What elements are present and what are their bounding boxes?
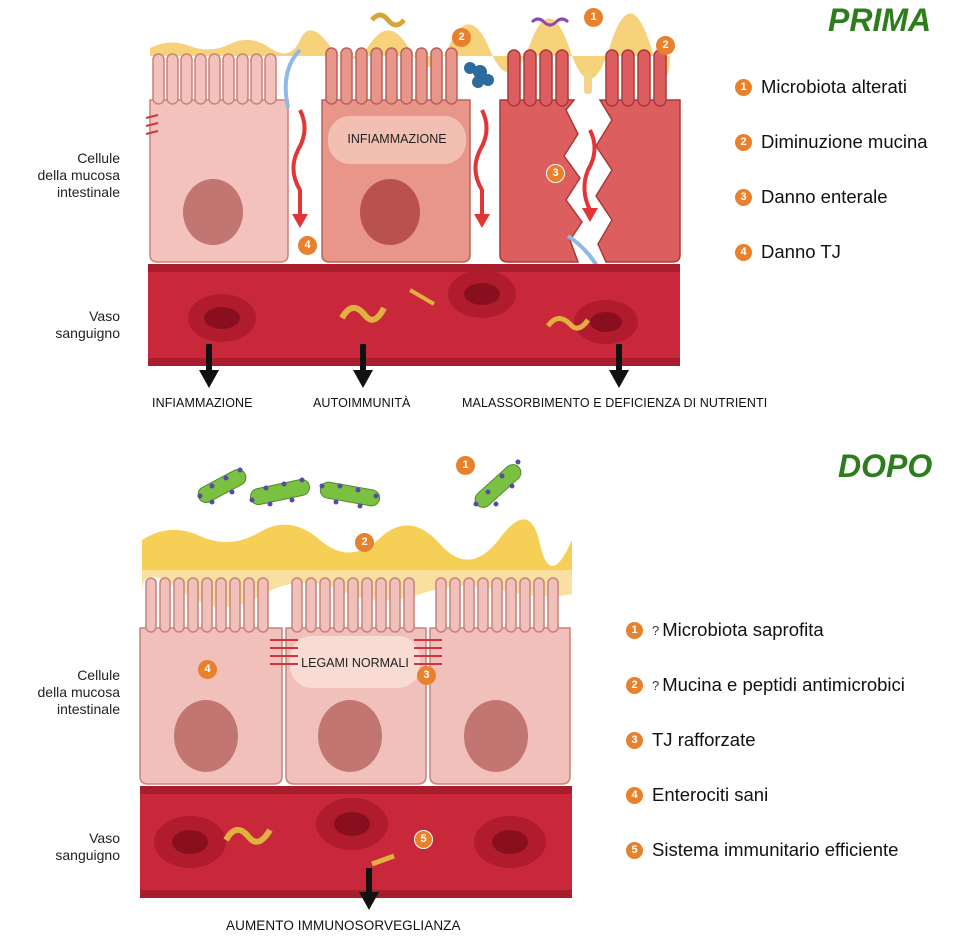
badge-1-top: 1	[584, 8, 603, 27]
cell-healthy-3	[429, 577, 571, 785]
cells-label-bottom: Cellule della mucosa intestinale	[37, 667, 121, 717]
inflammation-arrows	[291, 109, 597, 215]
legend-bottom-text: Mucina e peptidi antimicrobici	[662, 674, 905, 695]
legend-top-bullet: 1	[735, 78, 752, 96]
legend-top-3: 3 Danno enterale	[735, 186, 888, 208]
legend-bottom-prefix: ?	[652, 677, 660, 693]
dopo-title: DOPO	[838, 448, 933, 484]
legend-bottom-bullet: 3	[626, 731, 643, 749]
legend-top-text: Diminuzione mucina	[761, 131, 928, 152]
legend-top-text: Danno enterale	[761, 186, 888, 207]
legend-top-text: Danno TJ	[761, 241, 841, 262]
blood-vessel-before	[148, 264, 680, 366]
legend-bottom-3: 3 TJ rafforzate	[626, 729, 756, 751]
cell-healthy-2	[285, 577, 427, 785]
altered-microbe	[530, 17, 570, 27]
legend-bottom-bullet: 4	[626, 786, 643, 804]
inflammation-tag: INFIAMMAZIONE	[347, 132, 447, 146]
badge-2-top-a: 2	[452, 28, 471, 47]
badge-3-top: 3	[546, 164, 565, 183]
outcome-malabsorption: MALASSORBIMENTO E DEFICIENZA DI NUTRIENT…	[462, 396, 768, 410]
legend-bottom-1: 1?Microbiota saprofita	[626, 619, 824, 641]
legend-top-bullet: 3	[735, 188, 752, 206]
legend-bottom-prefix: ?	[652, 622, 660, 638]
legend-bottom-text: Sistema immunitario efficiente	[652, 839, 899, 860]
cells-label-top: Cellule della mucosa intestinale	[37, 150, 121, 200]
outcome-autoimmunity: AUTOIMMUNITÀ	[313, 396, 411, 410]
tight-junctions	[270, 639, 442, 665]
legend-bottom-text: Microbiota saprofita	[662, 619, 824, 640]
cell-damaged-before	[499, 49, 681, 263]
badge-2-bottom: 2	[355, 533, 374, 552]
outcome-immunosurveillance: AUMENTO IMMUNOSORVEGLIANZA	[226, 918, 461, 933]
legend-bottom-2: 2?Mucina e peptidi antimicrobici	[626, 674, 905, 696]
normal-junctions-tag: LEGAMI NORMALI	[301, 656, 409, 670]
before-diagram	[145, 12, 681, 388]
bacteria-streak	[283, 48, 302, 109]
badge-1-bottom: 1	[456, 456, 475, 475]
legend-bottom-text: TJ rafforzate	[652, 729, 756, 750]
badge-5-bottom: 5	[414, 830, 433, 849]
legend-bottom-bullet: 2	[626, 676, 643, 694]
badge-3-bottom: 3	[417, 666, 436, 685]
cell-healthy-before	[145, 53, 289, 263]
legend-top-4: 4 Danno TJ	[735, 241, 841, 263]
legend-top-text: Microbiota alterati	[761, 76, 908, 97]
cell-inflamed-before	[321, 47, 471, 263]
legend-bottom-5: 5 Sistema immunitario efficiente	[626, 839, 898, 861]
legend-top-2: 2 Diminuzione mucina	[735, 131, 928, 153]
vessel-label-top: Vaso sanguigno	[55, 308, 120, 341]
legend-top-1: 1 Microbiota alterati	[735, 76, 907, 98]
legend-bottom-bullet: 5	[626, 841, 643, 859]
badge-4-top: 4	[298, 236, 317, 255]
bacteria-cluster	[464, 62, 494, 88]
badge-2-top-b: 2	[656, 36, 675, 55]
blood-vessel-after	[140, 786, 572, 898]
cell-healthy-1	[139, 577, 283, 785]
legend-bottom-text: Enterociti sani	[652, 784, 769, 805]
outcome-inflammation: INFIAMMAZIONE	[152, 396, 253, 410]
legend-top-bullet: 2	[735, 133, 752, 151]
legend-bottom-bullet: 1	[626, 621, 643, 639]
after-diagram	[139, 459, 572, 910]
prima-title: PRIMA	[828, 2, 932, 38]
legend-bottom-4: 4 Enterociti sani	[626, 784, 768, 806]
vessel-label-bottom: Vaso sanguigno	[55, 830, 120, 863]
badge-4-bottom: 4	[198, 660, 217, 679]
legend-top-bullet: 4	[735, 243, 752, 261]
mucus-layer-thin	[150, 13, 670, 80]
